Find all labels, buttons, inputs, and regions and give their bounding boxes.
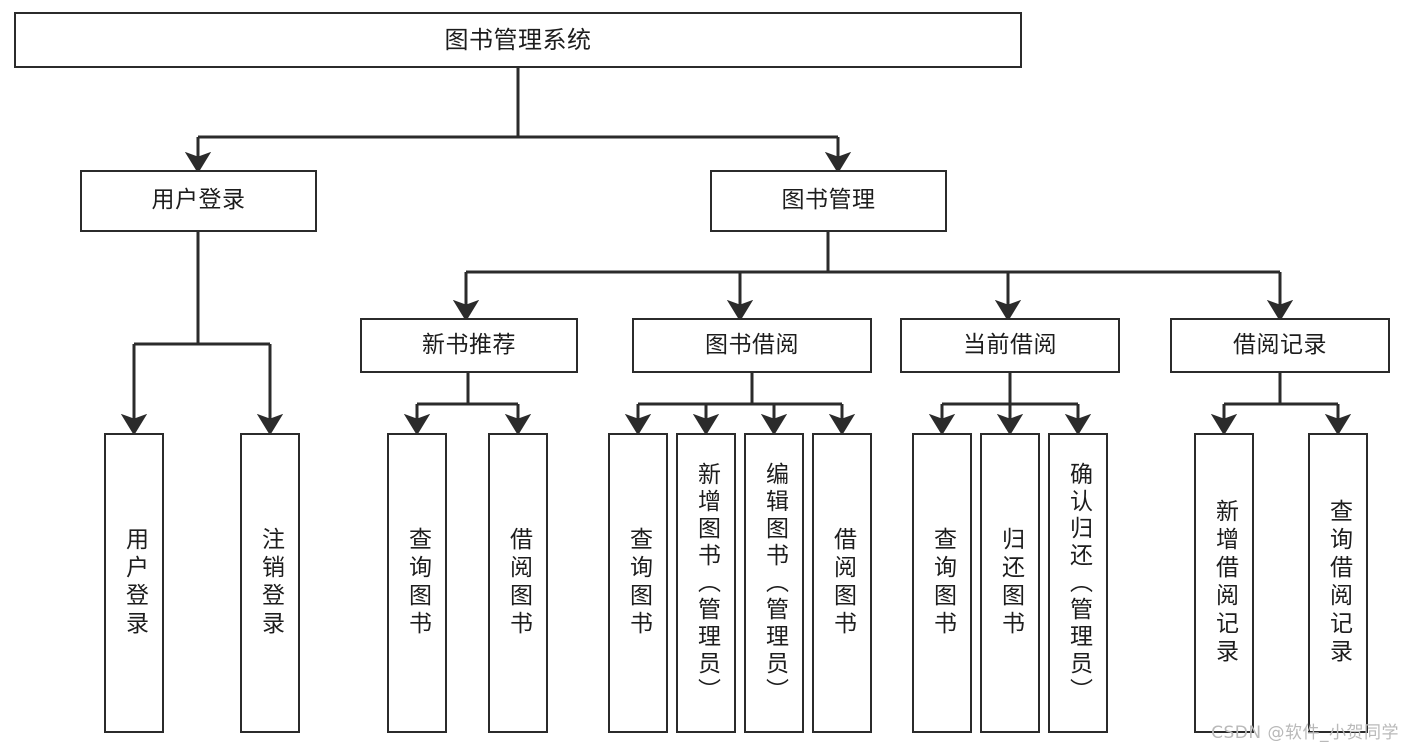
node-new-book-recommend[interactable]: 新书推荐 bbox=[360, 318, 578, 373]
node-label: 借阅图书 bbox=[505, 527, 532, 639]
node-label: 图书借阅 bbox=[705, 331, 799, 358]
leaf-record-query-record[interactable]: 查询借阅记录 bbox=[1308, 433, 1368, 733]
node-label: 查询图书 bbox=[625, 527, 652, 639]
node-label: 当前借阅 bbox=[963, 331, 1057, 358]
leaf-current-return-book[interactable]: 归还图书 bbox=[980, 433, 1040, 733]
node-label: 新增图书（管理员） bbox=[693, 461, 720, 705]
node-label: 归还图书 bbox=[997, 527, 1024, 639]
leaf-record-add-record[interactable]: 新增借阅记录 bbox=[1194, 433, 1254, 733]
node-label: 借阅图书 bbox=[829, 527, 856, 639]
node-label: 新增借阅记录 bbox=[1211, 499, 1238, 667]
leaf-borrow-query-book[interactable]: 查询图书 bbox=[608, 433, 668, 733]
node-book-management[interactable]: 图书管理 bbox=[710, 170, 947, 232]
node-current-borrow[interactable]: 当前借阅 bbox=[900, 318, 1120, 373]
node-label: 查询图书 bbox=[929, 527, 956, 639]
node-root-system[interactable]: 图书管理系统 bbox=[14, 12, 1022, 68]
leaf-current-query-book[interactable]: 查询图书 bbox=[912, 433, 972, 733]
node-label: 编辑图书（管理员） bbox=[761, 461, 788, 705]
leaf-user-login-signin[interactable]: 用户登录 bbox=[104, 433, 164, 733]
node-label: 用户登录 bbox=[151, 187, 246, 214]
watermark: CSDN @软件_小贺同学 bbox=[1211, 723, 1399, 743]
leaf-borrow-edit-book-admin[interactable]: 编辑图书（管理员） bbox=[744, 433, 804, 733]
node-label: 查询图书 bbox=[404, 527, 431, 639]
node-book-borrow[interactable]: 图书借阅 bbox=[632, 318, 872, 373]
node-label: 用户登录 bbox=[121, 527, 148, 639]
leaf-current-confirm-return-admin[interactable]: 确认归还（管理员） bbox=[1048, 433, 1108, 733]
leaf-user-login-signout[interactable]: 注销登录 bbox=[240, 433, 300, 733]
node-label: 确认归还（管理员） bbox=[1065, 461, 1092, 705]
node-user-login[interactable]: 用户登录 bbox=[80, 170, 317, 232]
node-label: 图书管理系统 bbox=[444, 25, 592, 54]
leaf-borrow-borrow-book[interactable]: 借阅图书 bbox=[812, 433, 872, 733]
node-borrow-record[interactable]: 借阅记录 bbox=[1170, 318, 1390, 373]
leaf-recommend-borrow-book[interactable]: 借阅图书 bbox=[488, 433, 548, 733]
leaf-recommend-query-book[interactable]: 查询图书 bbox=[387, 433, 447, 733]
node-label: 图书管理 bbox=[781, 187, 876, 214]
node-label: 新书推荐 bbox=[422, 331, 516, 358]
leaf-borrow-add-book-admin[interactable]: 新增图书（管理员） bbox=[676, 433, 736, 733]
node-label: 查询借阅记录 bbox=[1325, 499, 1352, 667]
node-label: 借阅记录 bbox=[1233, 331, 1327, 358]
node-label: 注销登录 bbox=[257, 527, 284, 639]
